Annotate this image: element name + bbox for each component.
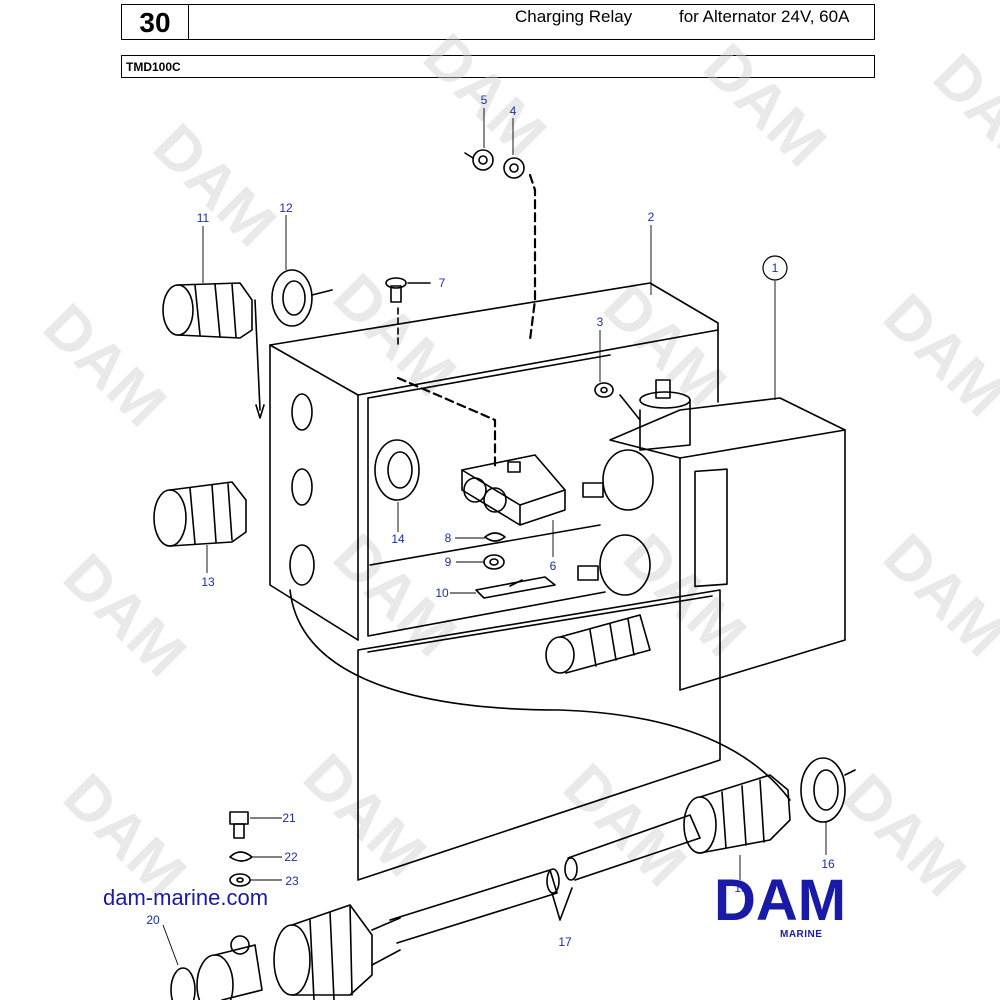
callout-22: 22 (284, 850, 298, 864)
callout-labels: 5 4 11 12 2 3 7 13 14 6 8 9 10 16 13 17 … (146, 93, 835, 949)
relay-housing (269, 282, 721, 881)
svg-text:DAM: DAM (870, 521, 1000, 670)
callout-1: 1 (772, 261, 779, 275)
page-title: Charging Relay (515, 7, 633, 26)
callout-2: 2 (648, 210, 655, 224)
callout-9: 9 (445, 555, 452, 569)
callout-5: 5 (481, 93, 488, 107)
callout-4: 4 (510, 104, 517, 118)
wire-leader (396, 376, 497, 472)
leader-17 (551, 887, 573, 921)
callout-13-right: 13 (734, 881, 748, 895)
bolt-21 (229, 811, 249, 839)
callout-14: 14 (391, 532, 405, 546)
leader-lines (162, 108, 827, 966)
callout-12: 12 (279, 201, 293, 215)
hose-17 (389, 814, 701, 944)
svg-text:DAM: DAM (140, 111, 289, 260)
callout-8: 8 (445, 531, 452, 545)
washer-3-leader (619, 394, 641, 421)
callout-20: 20 (146, 913, 160, 927)
svg-text:DAM: DAM (50, 541, 199, 690)
nut-9 (483, 554, 505, 570)
callout-13-left: 13 (201, 575, 215, 589)
harness-wire (289, 589, 791, 801)
nut-14 (374, 439, 420, 501)
nut-16 (800, 757, 856, 823)
page-number: 30 (122, 5, 189, 39)
callout-10: 10 (435, 586, 449, 600)
callout-1-circle: 1 (762, 255, 788, 281)
plate-10 (475, 576, 556, 599)
nut-5 (464, 149, 494, 171)
washer-3 (594, 382, 614, 398)
svg-text:DAM: DAM (30, 291, 179, 440)
header-bar: 30 Charging Relay for Alternator 24V, 60… (121, 4, 875, 40)
svg-text:DAM: DAM (290, 741, 439, 890)
svg-text:DAM: DAM (920, 41, 1000, 190)
logo-subtext: MARINE (780, 929, 823, 940)
callout-11: 11 (197, 211, 210, 225)
clip-22 (229, 851, 253, 862)
watermark-layer: DAM DAM DAM DAM DAM DAM DAM DAM DAM DAM … (30, 21, 1000, 910)
washer-4 (503, 157, 525, 179)
svg-text:DAM: DAM (870, 281, 1000, 430)
logo-text: DAM (714, 870, 846, 930)
callout-7: 7 (439, 276, 446, 290)
callout-16: 16 (821, 857, 835, 871)
svg-text:DAM: DAM (550, 751, 699, 900)
callout-6: 6 (550, 559, 557, 573)
callout-23: 23 (285, 874, 299, 888)
screw-7 (385, 277, 431, 303)
clip-8 (484, 532, 506, 542)
arrow-12 (254, 299, 261, 411)
stud-leader (528, 173, 537, 342)
relay-unit (545, 379, 846, 691)
nut-12 (271, 269, 333, 327)
callout-17: 17 (558, 935, 572, 949)
model-name: TMD100C (126, 60, 181, 74)
cable-gland-bottom (170, 904, 401, 1000)
cable-gland-15 (683, 774, 791, 854)
terminal-block (461, 454, 566, 526)
cable-gland-13-left (153, 481, 247, 547)
website-url: dam-marine.com (103, 885, 269, 910)
model-bar: TMD100C (121, 55, 875, 78)
cable-gland-11 (162, 282, 253, 339)
svg-text:DAM: DAM (690, 31, 839, 180)
callout-21: 21 (282, 811, 296, 825)
page-subtitle: for Alternator 24V, 60A (679, 7, 850, 26)
callout-3: 3 (597, 315, 604, 329)
svg-text:DAM: DAM (320, 261, 469, 410)
dam-logo: DAM (714, 870, 846, 930)
arrow-head-12 (255, 404, 265, 419)
